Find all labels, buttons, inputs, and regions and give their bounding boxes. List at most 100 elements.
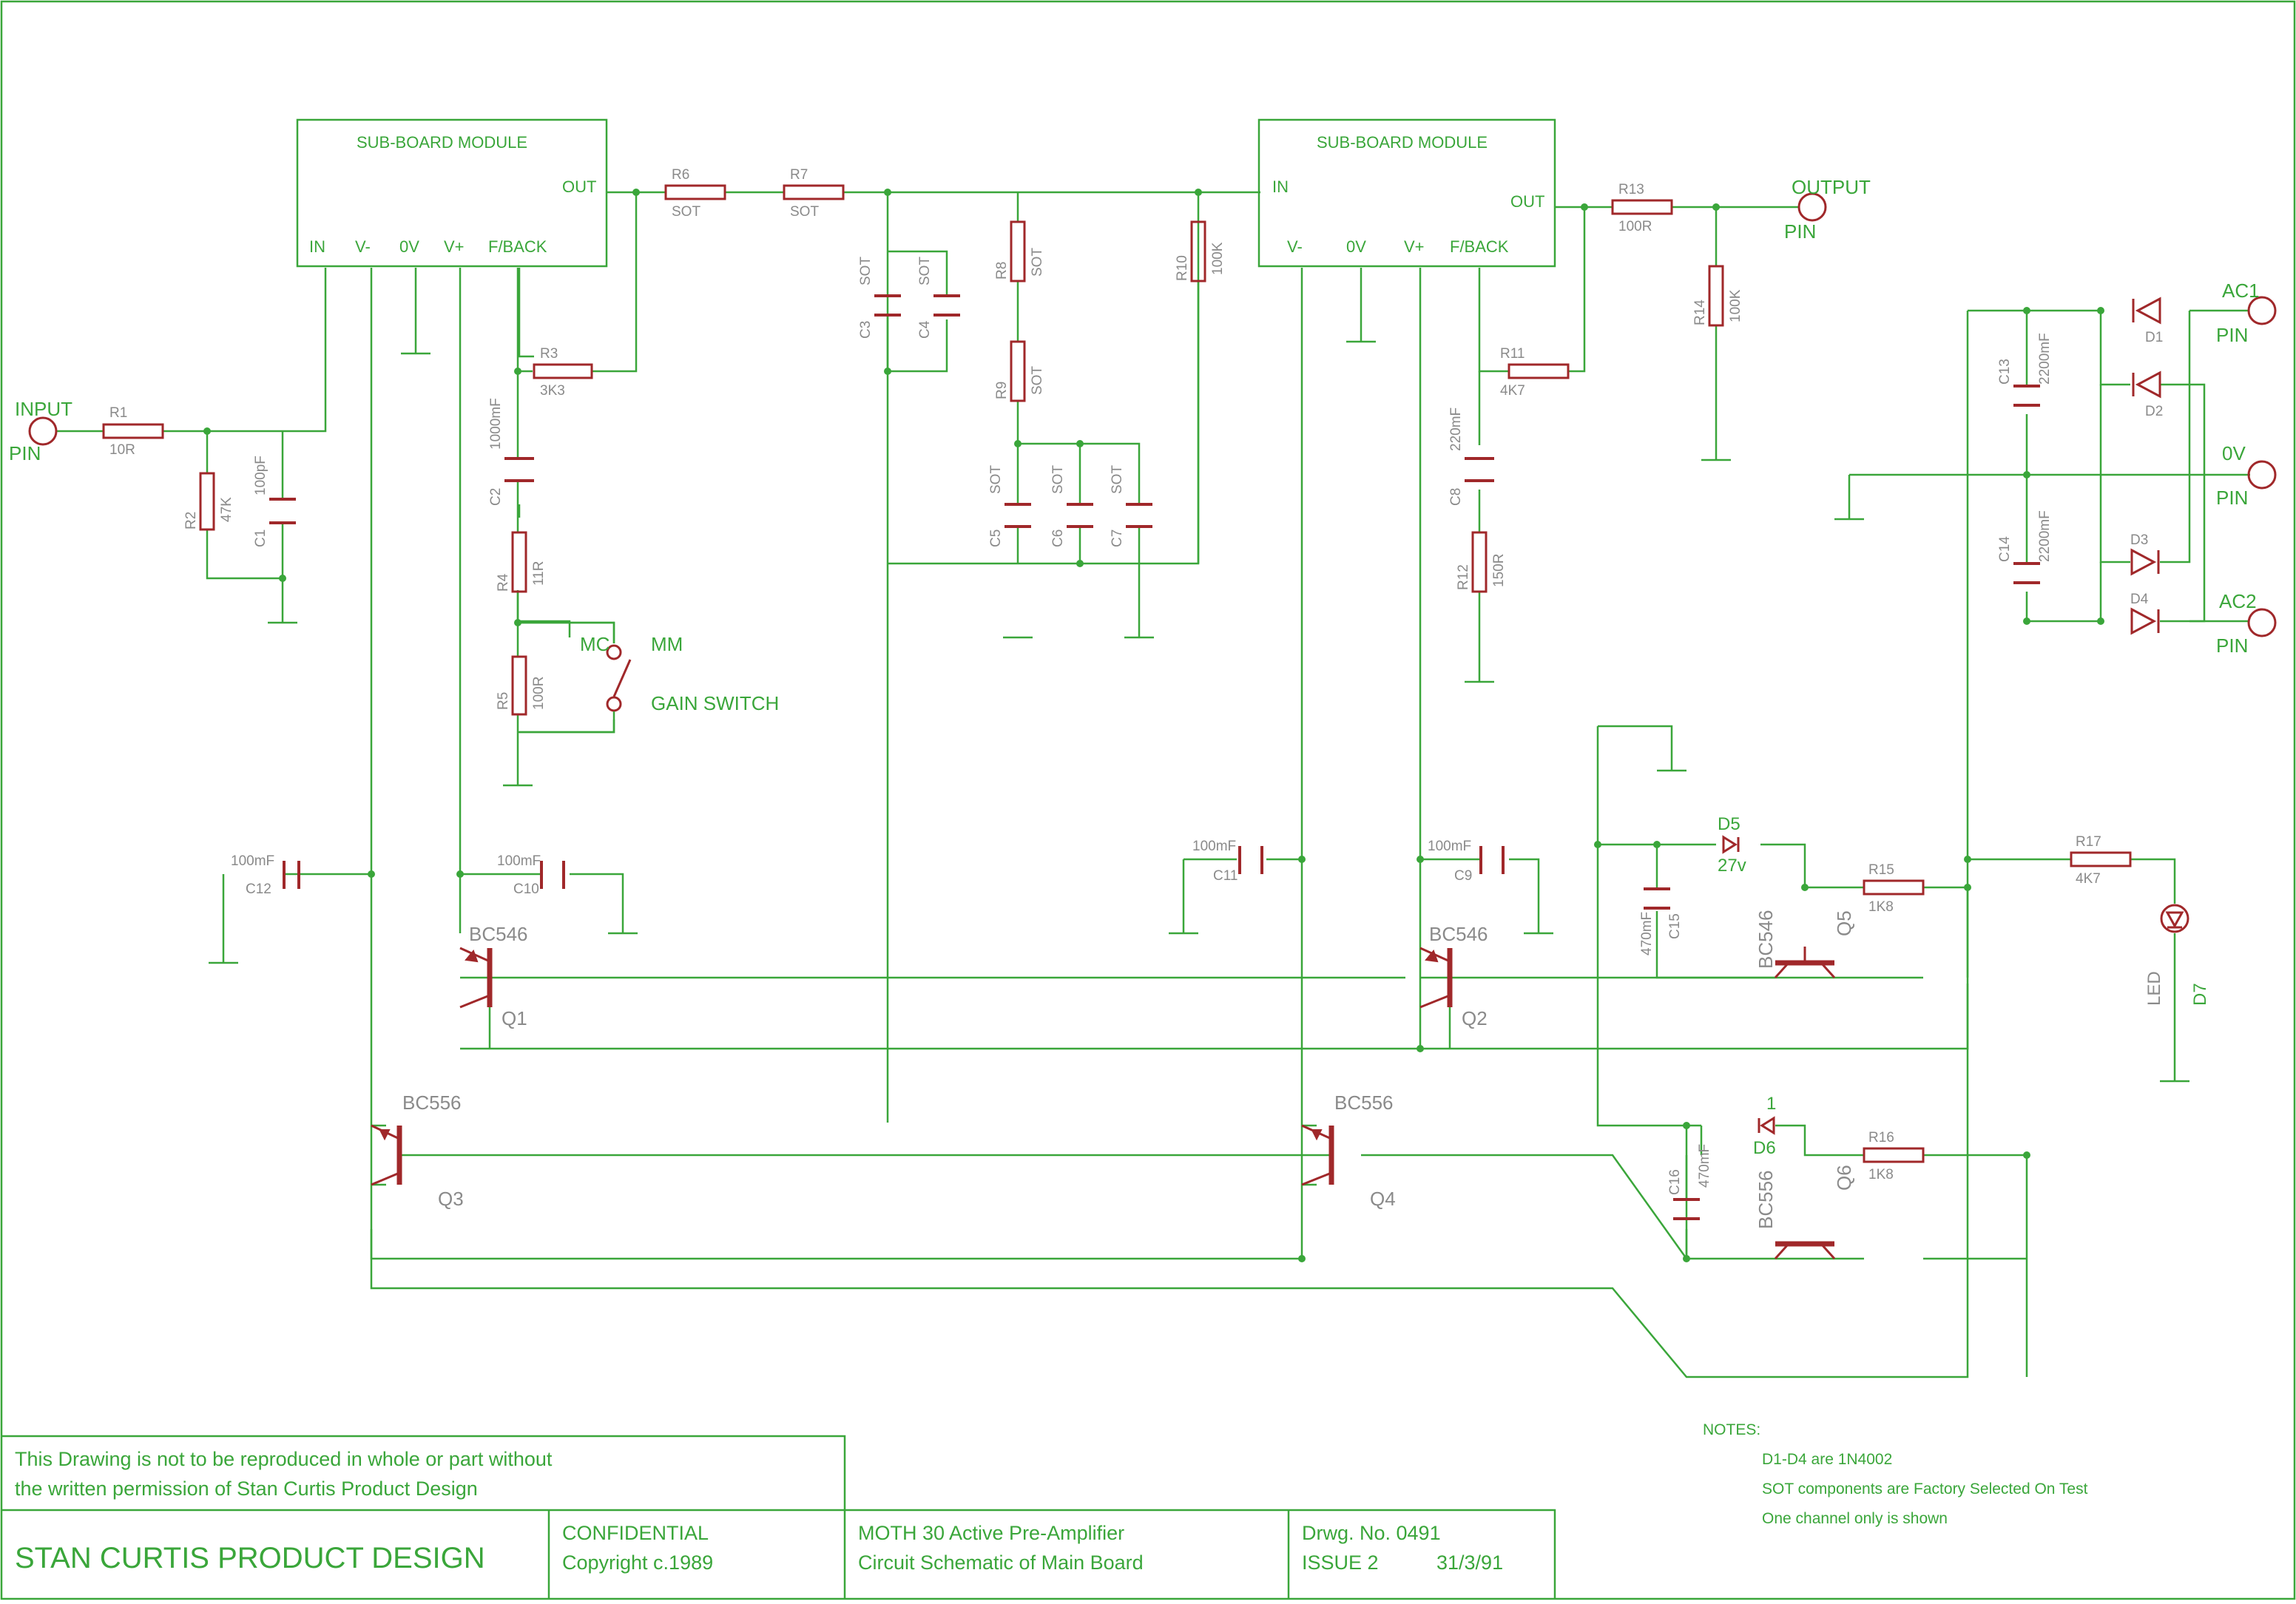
capacitor-value: SOT	[1110, 465, 1125, 494]
capacitor-c10[interactable]: C10 100mF	[497, 853, 565, 897]
title-block: This Drawing is not to be reproduced in …	[1, 1435, 1556, 1599]
diode-d5-zener[interactable]: D5 27v	[1718, 814, 1746, 876]
ground-symbols	[209, 340, 2189, 1083]
diode-d3[interactable]: D3	[2130, 532, 2160, 576]
capacitor-c6[interactable]: C6 SOT	[1050, 465, 1093, 547]
resistor-name: R14	[1692, 300, 1708, 325]
diode-name: D3	[2130, 532, 2148, 548]
capacitor-c9[interactable]: C9 100mF	[1428, 839, 1505, 884]
transistor-q5[interactable]: BC546 Q5	[1755, 910, 1855, 979]
resistor-r3[interactable]: R3 3K3	[533, 346, 593, 399]
capacitor-c12[interactable]: C12 100mF	[231, 853, 300, 897]
diode-name: D5	[1718, 814, 1740, 834]
transistor-q4[interactable]: BC556 Q4	[1301, 1092, 1396, 1210]
resistor-value: 3K3	[540, 383, 565, 399]
module-title: SUB-BOARD MODULE	[1317, 133, 1488, 152]
capacitor-c3[interactable]: C3 SOT	[858, 257, 901, 339]
resistor-r14[interactable]: R14 100K	[1692, 265, 1743, 327]
switch-label: GAIN SWITCH	[651, 692, 779, 714]
resistor-value: 47K	[219, 497, 234, 522]
transistor-q2[interactable]: BC546 Q2	[1419, 923, 1488, 1029]
diode-name: D4	[2130, 592, 2149, 607]
resistor-value: 1K8	[1868, 1167, 1894, 1182]
capacitor-value: SOT	[917, 257, 933, 285]
resistor-r11[interactable]: R11 4K7	[1500, 346, 1570, 399]
capacitor-name: C10	[513, 881, 539, 897]
resistor-r10[interactable]: R10 100K	[1175, 220, 1226, 282]
resistor-r12[interactable]: R12 150R	[1456, 531, 1507, 593]
resistor-name: R2	[183, 512, 199, 529]
pin-0v[interactable]: 0V PIN	[2216, 442, 2277, 509]
resistor-r8[interactable]: R8 SOT	[994, 220, 1045, 282]
resistor-value: 150R	[1491, 554, 1507, 587]
capacitor-c1[interactable]: C1 100pF	[253, 456, 296, 547]
capacitor-c5[interactable]: C5 SOT	[988, 465, 1031, 547]
pin-output[interactable]: OUTPUT PIN	[1784, 176, 1871, 243]
capacitor-c15[interactable]: C15 470mF	[1639, 887, 1683, 955]
pin-0v-type: PIN	[2216, 487, 2248, 509]
capacitor-c13[interactable]: C13 2200mF	[1997, 333, 2053, 407]
capacitor-value: 100mF	[1428, 839, 1471, 854]
pin-input[interactable]: INPUT PIN	[9, 398, 72, 464]
resistor-r4[interactable]: R4 11R	[496, 531, 547, 593]
resistor-r1[interactable]: R1 10R	[102, 405, 164, 458]
resistor-r2[interactable]: R2 47K	[183, 472, 234, 531]
gain-switch[interactable]: MC MM GAIN SWITCH	[519, 621, 779, 734]
resistor-r5[interactable]: R5 100R	[496, 655, 547, 716]
issue-date: 31/3/91	[1436, 1551, 1503, 1574]
diode-d4[interactable]: D4	[2130, 592, 2160, 635]
capacitor-c8[interactable]: C8 220mF	[1448, 407, 1494, 506]
resistor-r13[interactable]: R13 100R	[1611, 182, 1673, 234]
capacitor-value: 100mF	[497, 853, 541, 869]
transistor-q3[interactable]: BC556 Q3	[371, 1092, 464, 1210]
transistor-value: BC546	[1755, 910, 1777, 969]
resistor-r7[interactable]: R7 SOT	[783, 167, 845, 220]
diode-d2[interactable]: D2	[2132, 370, 2163, 419]
resistor-value: 4K7	[1500, 383, 1525, 399]
resistor-r17[interactable]: R17 4K7	[2070, 834, 2132, 887]
resistor-r6[interactable]: R6 SOT	[664, 167, 726, 220]
led-d7[interactable]: LED D7	[2144, 904, 2210, 1006]
transistor-q1[interactable]: BC546 Q1	[459, 923, 528, 1029]
module-pin-vplus: V+	[444, 237, 465, 256]
capacitor-c16[interactable]: C16 470mF	[1667, 1144, 1712, 1220]
capacitor-name: C1	[253, 529, 269, 547]
resistor-name: R17	[2076, 834, 2101, 850]
pin-output-type: PIN	[1784, 220, 1816, 243]
capacitor-value: SOT	[858, 257, 874, 285]
capacitor-name: C16	[1667, 1169, 1683, 1195]
transistor-value: BC556	[1334, 1092, 1394, 1114]
transistor-q6[interactable]: BC556 Q6	[1755, 1165, 1855, 1260]
pin-ac1-type: PIN	[2216, 324, 2248, 346]
resistor-r9[interactable]: R9 SOT	[994, 340, 1045, 402]
capacitor-value: 2200mF	[2037, 510, 2053, 562]
transistor-name: Q6	[1833, 1165, 1855, 1191]
capacitor-name: C12	[246, 881, 271, 897]
capacitor-c14[interactable]: C14 2200mF	[1997, 510, 2053, 584]
pin-0v-label: 0V	[2222, 442, 2246, 464]
resistor-r15[interactable]: R15 1K8	[1863, 862, 1925, 915]
diode-d1[interactable]: D1	[2132, 297, 2163, 345]
capacitor-c2[interactable]: C2 1000mF	[488, 398, 534, 506]
pin-ac1[interactable]: AC1 PIN	[2216, 280, 2277, 346]
pin-ac2[interactable]: AC2 PIN	[2216, 590, 2277, 657]
resistor-name: R7	[790, 167, 808, 183]
resistor-name: R16	[1868, 1130, 1894, 1146]
resistor-name: R12	[1456, 564, 1471, 590]
capacitor-c4[interactable]: C4 SOT	[917, 257, 960, 339]
capacitor-c11[interactable]: C11 100mF	[1192, 839, 1263, 884]
capacitor-name: C4	[917, 320, 933, 339]
project-title: MOTH 30 Active Pre-Amplifier	[858, 1522, 1124, 1544]
diode-value: 1	[1766, 1094, 1776, 1114]
capacitor-c7[interactable]: C7 SOT	[1110, 465, 1152, 547]
capacitor-value: 220mF	[1448, 407, 1464, 451]
pin-ac1-label: AC1	[2222, 280, 2260, 302]
resistor-r16[interactable]: R16 1K8	[1863, 1130, 1925, 1182]
capacitor-value: SOT	[988, 465, 1004, 494]
module-pin-vplus: V+	[1404, 237, 1425, 256]
wires	[56, 191, 2250, 1378]
capacitor-name: C15	[1667, 913, 1683, 939]
transistor-value: BC556	[402, 1092, 462, 1114]
diode-d6[interactable]: 1 D6	[1753, 1094, 1776, 1158]
module-pin-0v: 0V	[1346, 237, 1366, 256]
